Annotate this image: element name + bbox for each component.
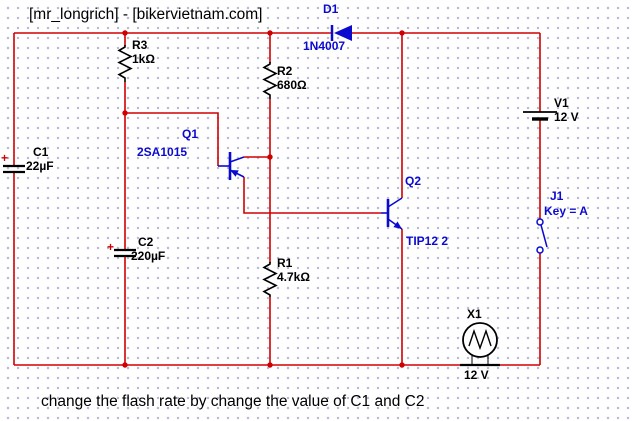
q2-ref-label: Q2	[405, 174, 422, 188]
junction-dot	[267, 154, 273, 160]
junction-dot	[399, 362, 405, 368]
schematic-caption: change the flash rate by change the valu…	[41, 393, 425, 410]
c1-ref-label: C1	[33, 145, 49, 159]
c2-polarity-mark: +	[107, 240, 115, 254]
junction-dot	[267, 30, 273, 36]
x1-ref-label: X1	[467, 307, 482, 321]
r3-value-label: 1kΩ	[132, 52, 155, 66]
junction-dot	[122, 30, 128, 36]
resistor-r2-symbol[interactable]	[262, 62, 278, 99]
diode-triangle	[334, 25, 352, 41]
lamp-x1-symbol[interactable]	[460, 322, 500, 367]
switch-j1-symbol[interactable]	[536, 218, 548, 254]
junction-dot	[399, 30, 405, 36]
transistor-q1-symbol[interactable]	[218, 152, 245, 180]
emitter-arrow	[230, 170, 239, 177]
c1-value-label: 22µF	[26, 159, 54, 173]
d1-ref-label: D1	[323, 2, 339, 16]
x1-value-label: 12 V	[464, 368, 489, 382]
battery-v1-symbol[interactable]	[523, 111, 557, 121]
j1-value-label: Key = A	[544, 204, 588, 218]
schematic-title: [mr_longrich] - [bikervietnam.com]	[29, 6, 263, 23]
emitter-arrow	[393, 221, 402, 229]
wire-net[interactable]	[13, 32, 541, 366]
wire-power-rails[interactable]	[13, 32, 541, 366]
resistor-r1-symbol[interactable]	[262, 262, 278, 297]
q1-ref-label: Q1	[182, 127, 199, 141]
junction-dot	[122, 362, 128, 368]
r1-ref-label: R1	[277, 256, 293, 270]
r2-ref-label: R2	[277, 64, 293, 78]
v1-value-label: 12 V	[554, 110, 579, 124]
q1-value-label: 2SA1015	[137, 145, 188, 159]
capacitor-c1-symbol[interactable]	[3, 164, 25, 174]
c2-value-label: 220µF	[131, 249, 166, 263]
junction-dots	[122, 30, 405, 368]
wire-branches[interactable]	[124, 33, 403, 365]
v1-ref-label: V1	[554, 96, 569, 110]
transistor-q2-symbol[interactable]	[381, 197, 403, 230]
junction-dot	[122, 110, 128, 116]
j1-ref-label: J1	[550, 189, 564, 203]
diode-d1-symbol[interactable]	[330, 25, 352, 41]
r2-value-label: 680Ω	[277, 78, 307, 92]
c2-ref-label: C2	[138, 235, 154, 249]
resistor-r3-symbol[interactable]	[117, 45, 133, 82]
d1-value-label: 1N4007	[303, 39, 346, 53]
junction-dot	[267, 362, 273, 368]
r1-value-label: 4.7kΩ	[277, 270, 310, 284]
r3-ref-label: R3	[132, 38, 148, 52]
capacitor-c2-symbol[interactable]	[114, 248, 136, 258]
q2-value-label: TIP12 2	[406, 234, 449, 248]
c1-polarity-mark: +	[1, 151, 9, 165]
